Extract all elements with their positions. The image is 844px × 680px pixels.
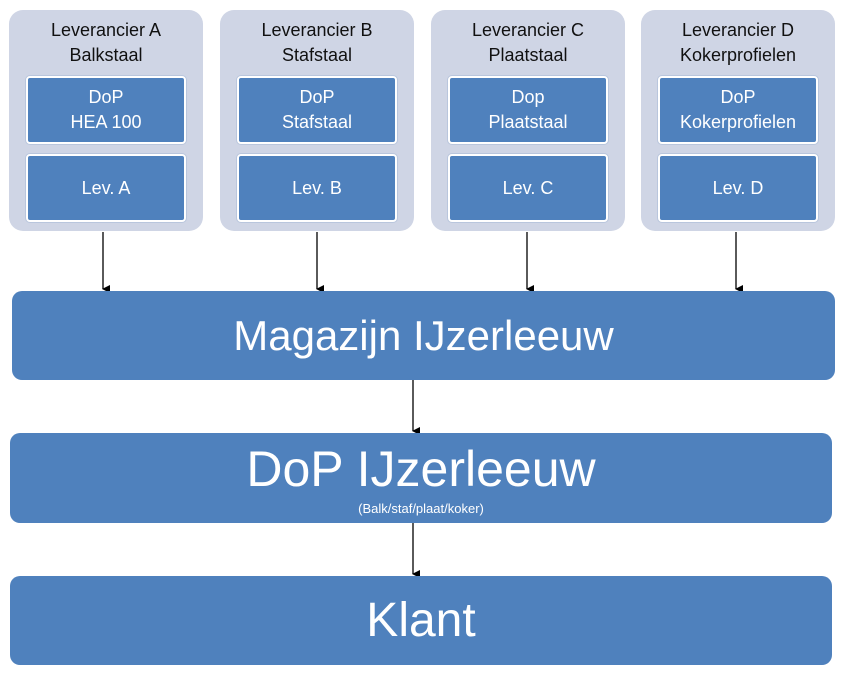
dop-line-2: Stafstaal bbox=[281, 112, 353, 132]
dop-line-1: Dop bbox=[511, 87, 545, 107]
supplier-name: Leverancier C bbox=[471, 20, 585, 40]
dop-line-1: DoP bbox=[299, 87, 335, 107]
lev-label: Lev. B bbox=[292, 177, 342, 198]
supplier-lev-box: Lev. D bbox=[658, 154, 818, 222]
dop-ijzerleeuw-sublabel: (Balk/staf/plaat/koker) bbox=[358, 501, 484, 516]
dop-line-1: DoP bbox=[88, 87, 124, 107]
dop-line-2: Plaatstaal bbox=[488, 112, 568, 132]
supplier-dop-box: Dop Plaatstaal bbox=[448, 76, 608, 144]
dop-line-2: HEA 100 bbox=[70, 112, 142, 132]
supplier-product: Plaatstaal bbox=[488, 45, 568, 65]
supplier-lev-box: Lev. A bbox=[26, 154, 186, 222]
lev-label: Lev. C bbox=[502, 177, 554, 198]
supplier-lev-box: Lev. C bbox=[448, 154, 608, 222]
dop-ijzerleeuw-label: DoP IJzerleeuw bbox=[246, 441, 596, 497]
lev-label: Lev. D bbox=[712, 177, 764, 198]
supplier-product: Kokerprofielen bbox=[679, 45, 797, 65]
supplier-name: Leverancier D bbox=[681, 20, 795, 40]
dop-ijzerleeuw-box: DoP IJzerleeuw (Balk/staf/plaat/koker) bbox=[10, 433, 832, 523]
supplier-group-c: Leverancier C Plaatstaal Dop Plaatstaal … bbox=[431, 10, 625, 231]
magazijn-label: Magazijn IJzerleeuw bbox=[233, 311, 614, 359]
magazijn-box: Magazijn IJzerleeuw bbox=[12, 291, 835, 380]
supplier-product: Balkstaal bbox=[69, 45, 143, 65]
supplier-lev-box: Lev. B bbox=[237, 154, 397, 222]
supplier-product: Stafstaal bbox=[281, 45, 353, 65]
supplier-group-d: Leverancier D Kokerprofielen DoP Kokerpr… bbox=[641, 10, 835, 231]
supplier-dop-box: DoP Kokerprofielen bbox=[658, 76, 818, 144]
supplier-name: Leverancier B bbox=[261, 20, 373, 40]
lev-label: Lev. A bbox=[81, 177, 131, 198]
dop-line-2: Kokerprofielen bbox=[679, 112, 797, 132]
dop-line-1: DoP bbox=[720, 87, 756, 107]
supplier-dop-box: DoP HEA 100 bbox=[26, 76, 186, 144]
supplier-dop-box: DoP Stafstaal bbox=[237, 76, 397, 144]
supplier-name: Leverancier A bbox=[50, 20, 162, 40]
supplier-group-a: Leverancier A Balkstaal DoP HEA 100 Lev.… bbox=[9, 10, 203, 231]
klant-label: Klant bbox=[366, 593, 476, 647]
klant-box: Klant bbox=[10, 576, 832, 665]
supplier-group-b: Leverancier B Stafstaal DoP Stafstaal Le… bbox=[220, 10, 414, 231]
